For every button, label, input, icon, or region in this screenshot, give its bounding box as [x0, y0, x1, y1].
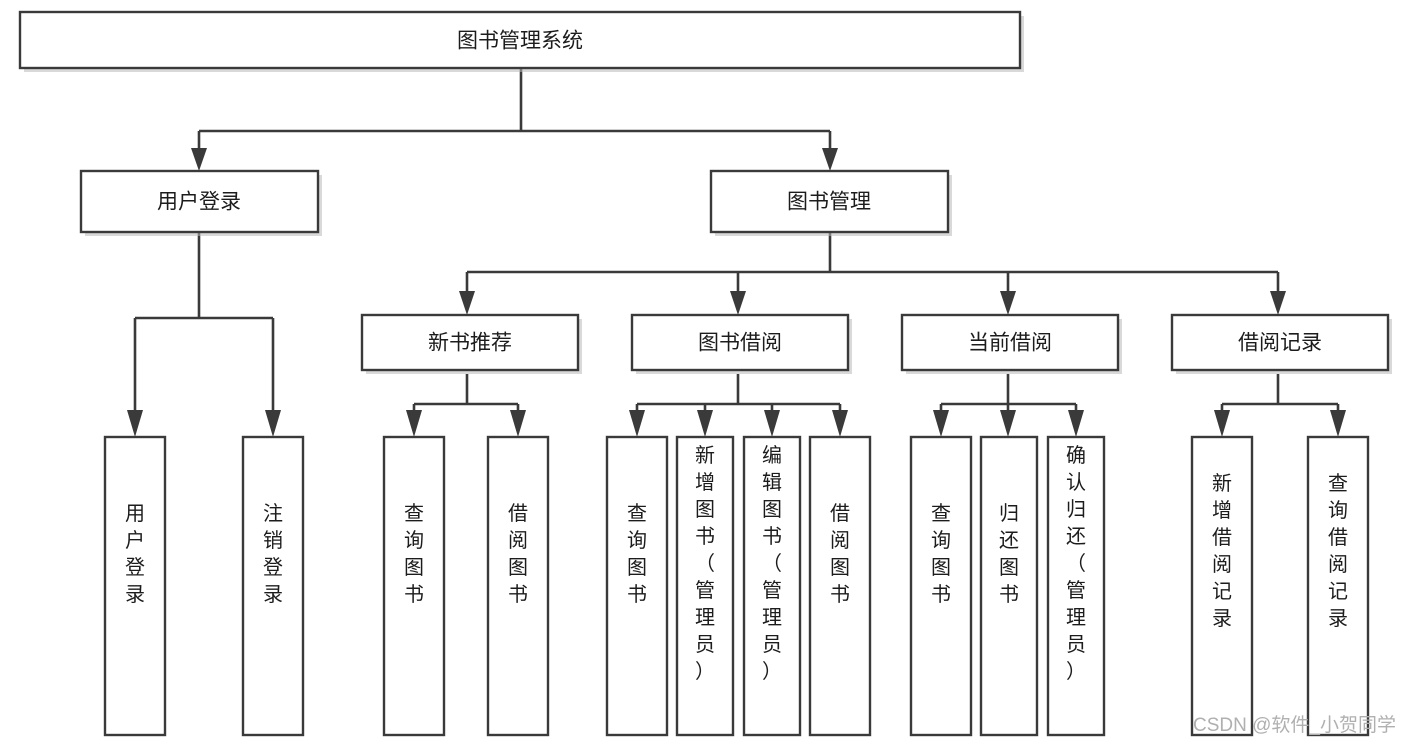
leaf-user-login-login[interactable]: 用户登录 [103, 435, 167, 737]
connector-layer [127, 68, 1346, 437]
leaf-book-borrow-add-label: 新增图书（管理员） [695, 444, 715, 683]
arrow-head-leaf-bookborrow-4 [832, 410, 848, 437]
node-book-management-label: 图书管理 [787, 191, 871, 214]
leaf-book-borrow-add[interactable]: 新增图书（管理员） [675, 435, 735, 737]
node-new-book-recommend-label: 新书推荐 [428, 332, 512, 355]
node-root-rect [18, 10, 1022, 70]
leaf-current-borrow-query-label: 查询图书 [931, 502, 951, 606]
leaf-book-borrow-query-rect [605, 435, 669, 737]
node-new-book-recommend-rect [360, 313, 580, 372]
leaf-new-book-query-label: 查询图书 [404, 502, 424, 606]
leaf-current-borrow-return-rect [979, 435, 1039, 737]
arrow-head-leaf-user-login-2 [265, 410, 281, 437]
leaf-current-borrow-confirm-label: 确认归还（管理员） [1066, 444, 1086, 683]
node-current-borrow-rect [900, 313, 1120, 372]
arrow-head-borrowrecord [1270, 291, 1286, 315]
leaf-book-borrow-borrow-label: 借阅图书 [830, 502, 850, 606]
arrow-head-leaf-newbook-1 [406, 410, 422, 437]
leaf-current-borrow-query-rect [909, 435, 973, 737]
arrow-head-newbook [459, 291, 475, 315]
arrow-head-leaf-user-login-1 [127, 410, 143, 437]
arrow-head-leaf-currentborrow-3 [1068, 410, 1084, 437]
node-book-management[interactable]: 图书管理 [709, 169, 952, 236]
node-borrow-record-label: 借阅记录 [1238, 332, 1322, 355]
node-root-system[interactable]: 图书管理系统 [18, 10, 1024, 72]
node-current-borrow-label: 当前借阅 [968, 332, 1052, 355]
leaf-new-book-borrow[interactable]: 借阅图书 [486, 435, 550, 737]
leaf-borrow-record-add-label: 新增借阅记录 [1212, 472, 1232, 630]
leaf-user-login-logout-label: 注销登录 [263, 502, 283, 606]
arrow-head-leaf-currentborrow-2 [1000, 410, 1016, 437]
leaf-current-borrow-return-label: 归还图书 [999, 502, 1019, 606]
leaf-book-borrow-edit-label: 编辑图书（管理员） [762, 444, 782, 683]
leaf-borrow-record-add-rect [1190, 435, 1254, 737]
leaf-borrow-record-query-label: 查询借阅记录 [1328, 472, 1348, 630]
arrow-head-leaf-bookborrow-3 [764, 410, 780, 437]
node-book-borrow-label: 图书借阅 [698, 332, 782, 355]
node-book-borrow[interactable]: 图书借阅 [630, 313, 852, 374]
arrow-head-leaf-bookborrow-2 [697, 410, 713, 437]
leaf-current-borrow-return[interactable]: 归还图书 [979, 435, 1039, 737]
arrow-head-userlogin [191, 148, 207, 171]
node-current-borrow[interactable]: 当前借阅 [900, 313, 1122, 374]
arrow-head-leaf-newbook-2 [510, 410, 526, 437]
arrow-head-leaf-currentborrow-1 [933, 410, 949, 437]
arrow-head-leaf-borrowrecord-2 [1330, 410, 1346, 437]
leaf-user-login-login-rect [103, 435, 167, 737]
leaf-borrow-record-query-rect [1306, 435, 1370, 737]
leaf-book-borrow-edit[interactable]: 编辑图书（管理员） [742, 435, 802, 737]
leaf-current-borrow-confirm-rect [1046, 435, 1106, 737]
leaf-user-login-logout[interactable]: 注销登录 [241, 435, 305, 737]
node-user-login[interactable]: 用户登录 [79, 169, 322, 236]
arrow-head-leaf-borrowrecord-1 [1214, 410, 1230, 437]
leaf-book-borrow-edit-rect [742, 435, 802, 737]
leaf-current-borrow-confirm[interactable]: 确认归还（管理员） [1046, 435, 1106, 737]
leaf-new-book-borrow-label: 借阅图书 [508, 502, 528, 606]
node-user-login-label: 用户登录 [157, 191, 241, 214]
leaf-book-borrow-borrow[interactable]: 借阅图书 [808, 435, 872, 737]
leaf-borrow-record-query[interactable]: 查询借阅记录 [1306, 435, 1370, 737]
leaf-book-borrow-query-label: 查询图书 [627, 502, 647, 606]
node-user-login-rect [79, 169, 320, 234]
csdn-watermark: CSDN @软件_小贺同学 [1193, 714, 1396, 736]
node-borrow-record[interactable]: 借阅记录 [1170, 313, 1392, 374]
node-new-book-recommend[interactable]: 新书推荐 [360, 313, 582, 374]
leaf-new-book-query[interactable]: 查询图书 [382, 435, 446, 737]
leaf-new-book-borrow-rect [486, 435, 550, 737]
node-borrow-record-rect [1170, 313, 1390, 372]
arrow-head-currentborrow [1000, 291, 1016, 315]
arrow-head-bookmgmt [822, 148, 838, 171]
leaf-user-login-login-label: 用户登录 [125, 503, 145, 606]
node-book-borrow-rect [630, 313, 850, 372]
node-book-management-rect [709, 169, 950, 234]
leaf-book-borrow-query[interactable]: 查询图书 [605, 435, 669, 737]
node-root-label: 图书管理系统 [457, 30, 583, 53]
arrow-head-bookborrow [730, 291, 746, 315]
leaf-current-borrow-query[interactable]: 查询图书 [909, 435, 973, 737]
leaf-book-borrow-add-rect [675, 435, 735, 737]
arrow-head-leaf-bookborrow-1 [629, 410, 645, 437]
leaf-new-book-query-rect [382, 435, 446, 737]
leaf-borrow-record-add[interactable]: 新增借阅记录 [1190, 435, 1254, 737]
leaf-user-login-logout-rect [241, 435, 305, 737]
leaf-book-borrow-borrow-rect [808, 435, 872, 737]
